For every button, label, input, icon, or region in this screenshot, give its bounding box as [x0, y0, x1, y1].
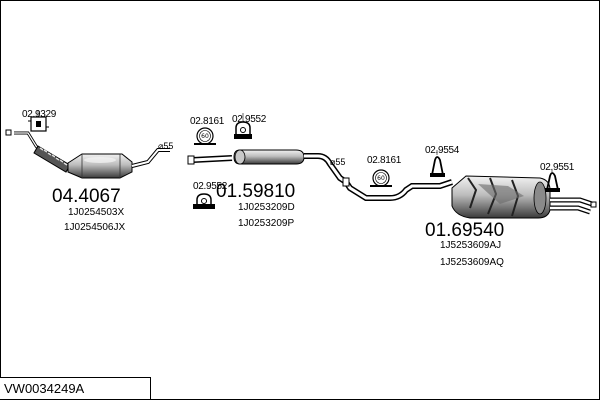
- middle-inlet-flange: [187, 155, 195, 165]
- front-gasket-label: 02.9329: [22, 109, 57, 120]
- mid-clamp-icon: 60: [194, 127, 216, 145]
- front-diameter-label: ⌀55: [158, 141, 173, 151]
- tail-flange: [590, 201, 597, 208]
- assembly-id: VW0034249A: [4, 381, 85, 396]
- rear-clamp-icon: 60: [370, 169, 392, 187]
- rear-section: 60: [342, 150, 597, 219]
- assembly-id-box: VW0034249A: [0, 377, 151, 399]
- middle-section: 60: [187, 113, 348, 209]
- tail-hanger-icon: [545, 172, 560, 192]
- rear-clamp-label: 02.8161: [367, 155, 402, 166]
- front-code-2: 1J0254506JX: [64, 222, 125, 233]
- rear-hanger-label: 02.9554: [425, 145, 460, 156]
- front-section: [5, 110, 170, 179]
- rear-clamp-size: 60: [377, 175, 385, 182]
- mid-clamp-label: 02.8161: [190, 116, 225, 127]
- rear-part-number: 01.69540: [425, 220, 504, 241]
- inlet-flange: [5, 129, 12, 136]
- mid-hanger-label: 02.9552: [232, 114, 267, 125]
- tail-hanger-label: 02.9551: [540, 162, 575, 173]
- flex-pipe: [33, 145, 71, 173]
- front-code-1: 1J0254503X: [68, 207, 124, 218]
- mid-clamp-size: 60: [201, 133, 209, 140]
- rear-hanger-icon: [430, 156, 445, 177]
- front-gasket-icon: [28, 116, 49, 132]
- mid-lower-hanger-label: 02.9552: [193, 181, 228, 192]
- middle-part-number: 01.59810: [216, 181, 295, 202]
- catalytic-converter: [67, 153, 133, 179]
- mid-lower-hanger-icon: [193, 193, 215, 209]
- front-part-number: 04.4067: [52, 186, 121, 207]
- rear-code-2: 1J5253609AQ: [440, 257, 504, 268]
- middle-silencer: [233, 149, 305, 165]
- rear-code-1: 1J5253609AJ: [440, 240, 501, 251]
- rear-inlet-flange: [342, 177, 350, 187]
- middle-code-1: 1J0253209D: [238, 202, 295, 213]
- rear-silencer: [451, 175, 551, 219]
- middle-diameter-label: ⌀55: [330, 157, 345, 167]
- middle-code-2: 1J0253209P: [238, 218, 294, 229]
